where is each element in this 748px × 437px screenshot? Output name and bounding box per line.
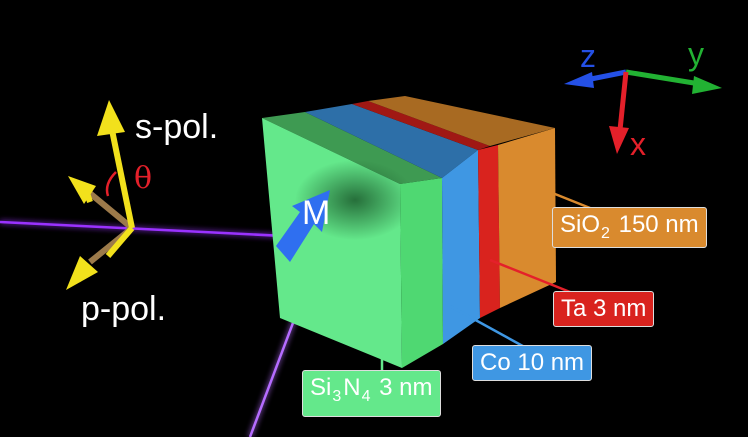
magnetization-label: M [302,194,331,232]
x-axis-head [609,126,629,154]
p-pol-arrow-shaft-2 [76,265,94,283]
top-face-si3n4 [262,112,442,184]
side-layer-si3n4 [400,178,443,368]
x-axis-shaft [617,71,629,131]
top-face-ta [352,101,490,150]
p-pol-arrow-shaft [105,226,135,258]
side-layer-sio2 [498,128,556,308]
theta-arc [105,171,117,197]
co-layer-label: Co 10 nm [472,345,593,382]
ta-layer-label: Ta 3 nm [553,291,655,328]
arrow-shaft-brown-1 [84,187,134,231]
y-axis-head [692,76,722,94]
coordinate-axes [564,69,722,154]
magnetization-shadow [295,160,415,240]
multilayer-cube [262,96,556,368]
side-layer-ta [478,145,500,318]
s-pol-arrow-shaft [109,129,135,229]
s-pol-arrow-head [97,100,125,136]
side-layer-co [442,150,480,344]
leader-sio2 [519,178,601,214]
sio2-layer-label: SiO2 150 nm [552,207,707,248]
p-pol-label: p-pol. [81,290,167,328]
top-face-sio2 [368,96,555,146]
y-axis-shaft [625,69,701,87]
incident-beam [0,220,326,240]
s-pol-label: s-pol. [135,108,219,146]
x-axis-label: x [630,126,646,162]
magnetization-arrow [276,190,330,262]
top-face-co [305,104,478,178]
z-axis-head [564,72,594,88]
s-pol-lower-head [68,176,96,204]
theta-label: θ [134,161,153,196]
polarization-arrows [66,100,135,290]
z-axis-label: z [580,38,596,74]
leader-co [449,304,531,352]
si3n4-layer-label: Si3N4 3 nm [302,370,441,417]
y-axis-label: y [688,36,704,72]
